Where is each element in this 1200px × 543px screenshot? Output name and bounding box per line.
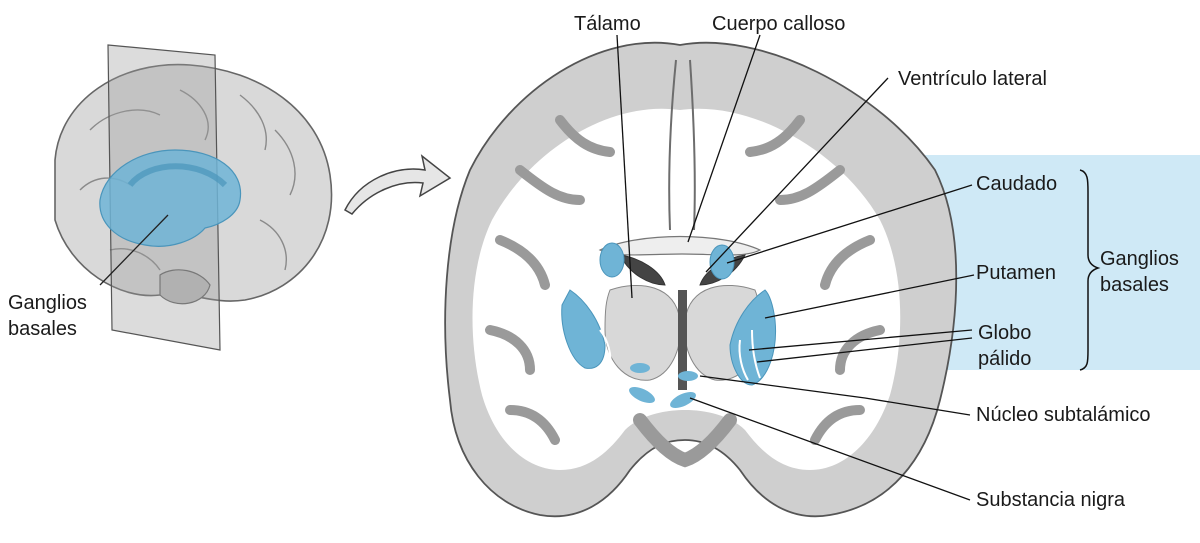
- label-globo-line1: Globo: [978, 320, 1031, 346]
- group-label-line2: basales: [1100, 272, 1179, 298]
- label-globo-palido: Globo pálido: [978, 320, 1031, 372]
- left-label-line2: basales: [8, 316, 87, 342]
- left-label-line1: Ganglios: [8, 290, 87, 316]
- label-caudado: Caudado: [976, 174, 1057, 194]
- label-cuerpo-calloso: Cuerpo calloso: [712, 14, 845, 34]
- label-talamo: Tálamo: [574, 14, 641, 34]
- left-label-block: Ganglios basales: [8, 290, 87, 342]
- group-label: Ganglios basales: [1100, 246, 1179, 298]
- label-globo-line2: pálido: [978, 346, 1031, 372]
- whole-brain-illustration: [55, 45, 332, 350]
- label-nucleo-subtalamico: Núcleo subtalámico: [976, 405, 1151, 425]
- label-putamen: Putamen: [976, 263, 1056, 283]
- label-ventriculo-lateral: Ventrículo lateral: [898, 69, 1047, 89]
- label-substancia-nigra: Substancia nigra: [976, 490, 1125, 510]
- coronal-section: [445, 43, 956, 517]
- curved-arrow-icon: [345, 156, 450, 214]
- group-label-line1: Ganglios: [1100, 246, 1179, 272]
